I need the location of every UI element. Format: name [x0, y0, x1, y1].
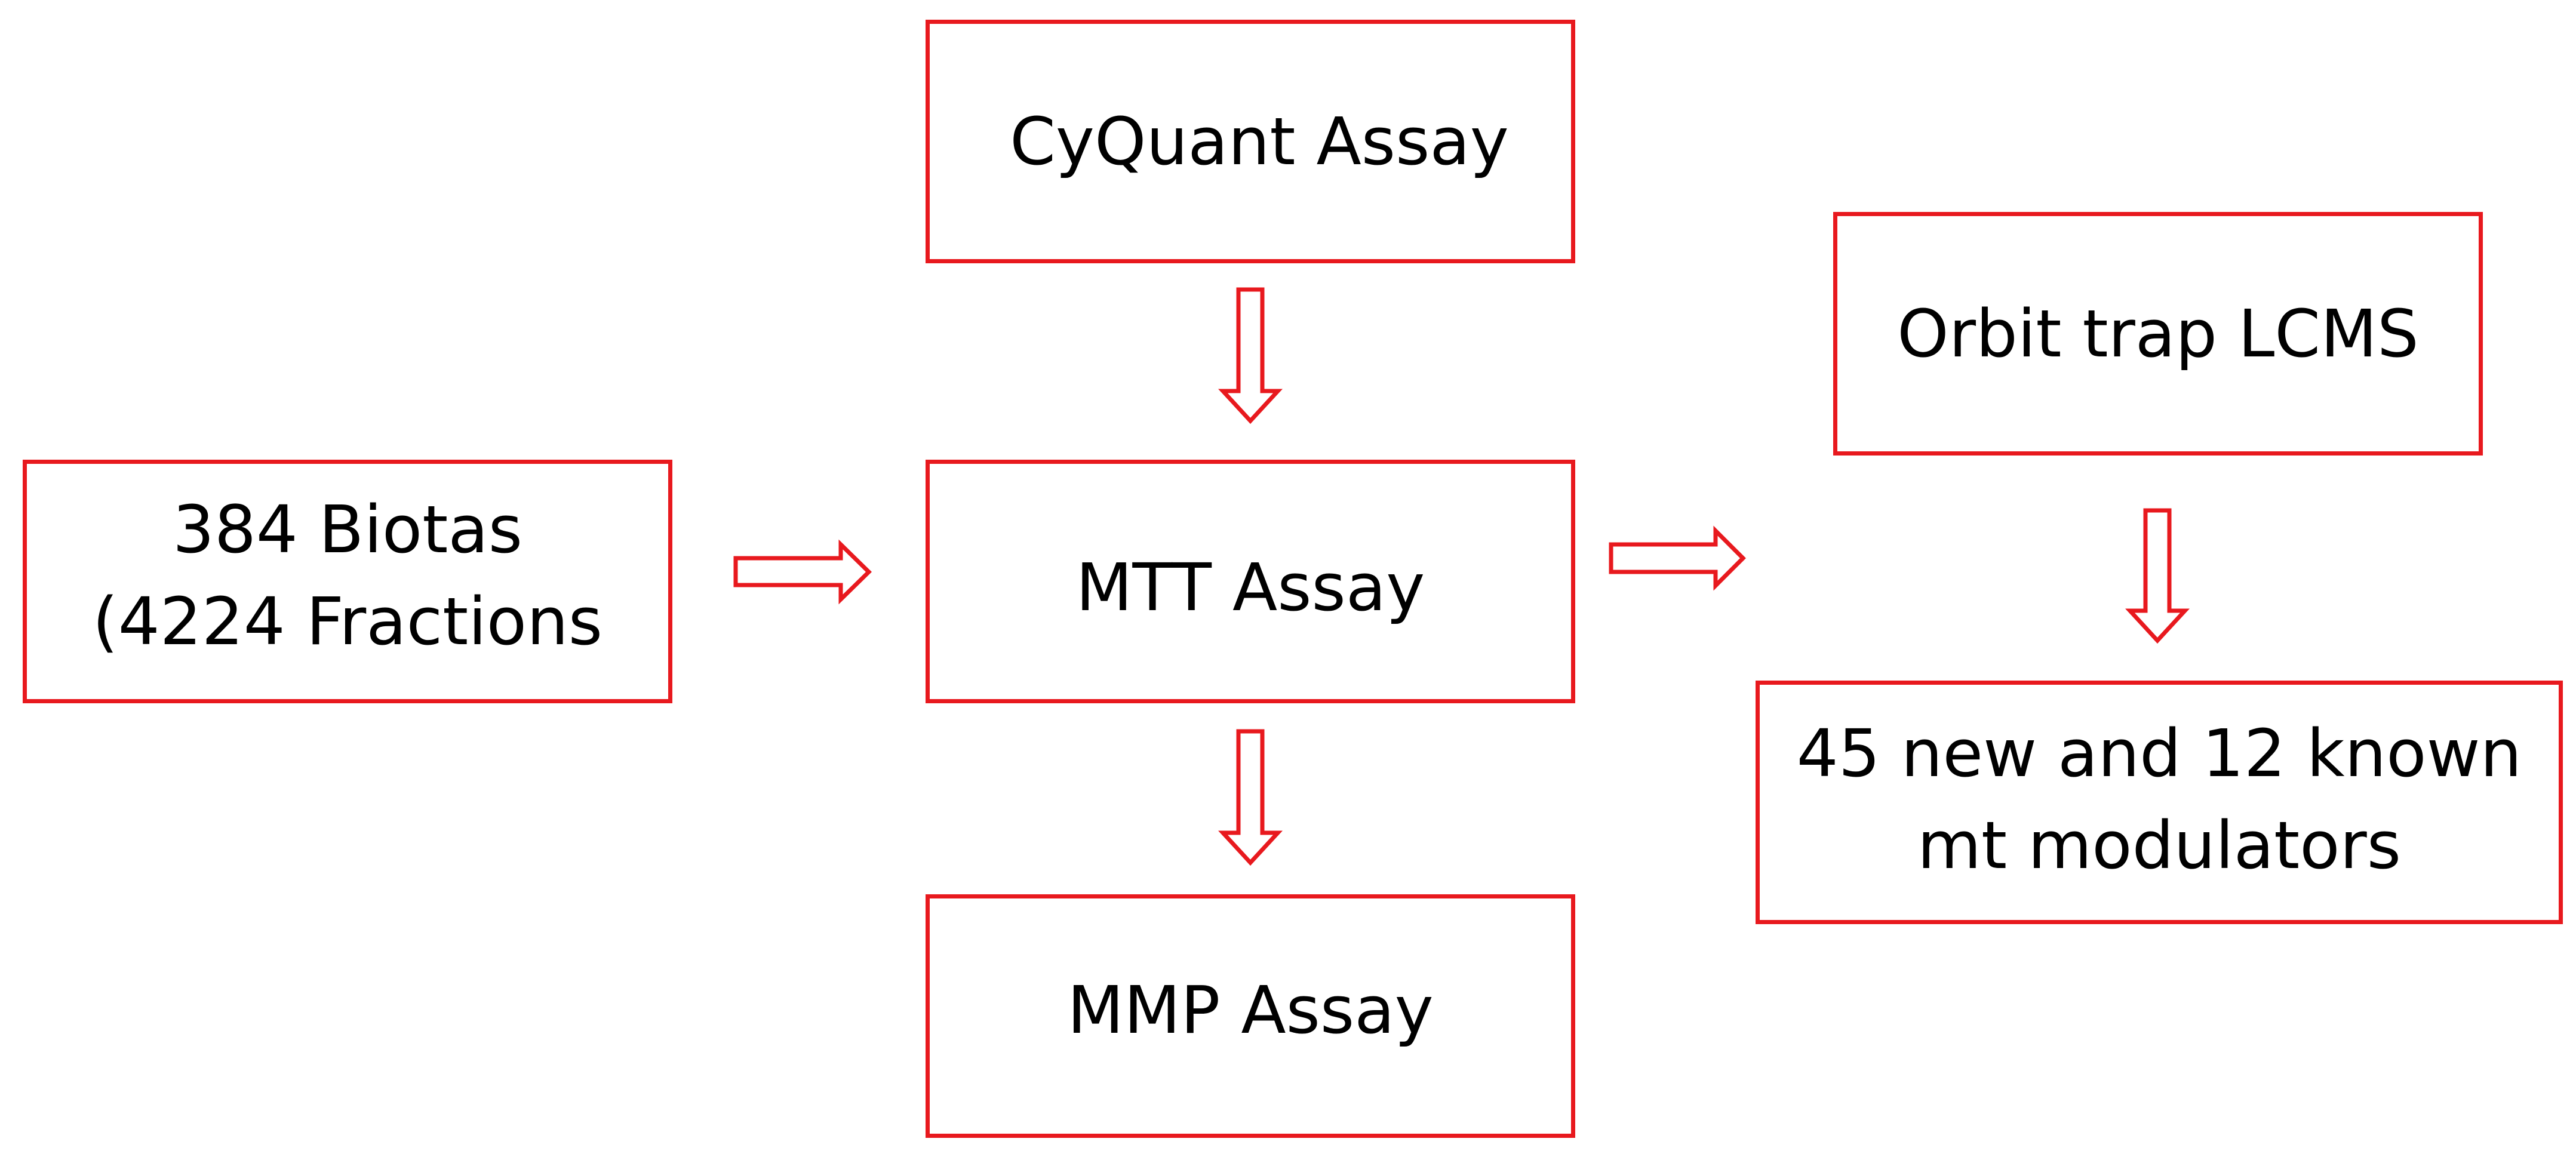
mtt-assay-label: MTT Assay [1075, 549, 1425, 626]
arrow-cyquant-to-mtt [1218, 287, 1283, 424]
modulators-result-box: 45 new and 12 known mt modulators [1756, 681, 2563, 924]
arrow-orbitrap-to-result [2125, 508, 2190, 644]
biotas-box: 384 Biotas (4224 Fractions [23, 460, 672, 703]
cyquant-assay-box: CyQuant Assay [926, 20, 1575, 263]
result-label-line-2: mt modulators [1917, 807, 2402, 884]
biotas-label-line-2: (4224 Fractions [92, 583, 603, 660]
biotas-label-line-1: 384 Biotas [172, 491, 523, 568]
result-label-line-1: 45 new and 12 known [1796, 715, 2522, 792]
arrow-mtt-to-mmp [1218, 729, 1283, 866]
mmp-assay-box: MMP Assay [926, 894, 1575, 1138]
orbitrap-lcms-label: Orbit trap LCMS [1897, 296, 2419, 372]
cyquant-assay-label: CyQuant Assay [1010, 103, 1509, 180]
arrow-biotas-to-mtt [733, 539, 872, 605]
arrow-mtt-to-orbitrap [1609, 525, 1746, 591]
mmp-assay-label: MMP Assay [1067, 972, 1434, 1048]
orbitrap-lcms-box: Orbit trap LCMS [1833, 212, 2483, 456]
mtt-assay-box: MTT Assay [926, 460, 1575, 703]
